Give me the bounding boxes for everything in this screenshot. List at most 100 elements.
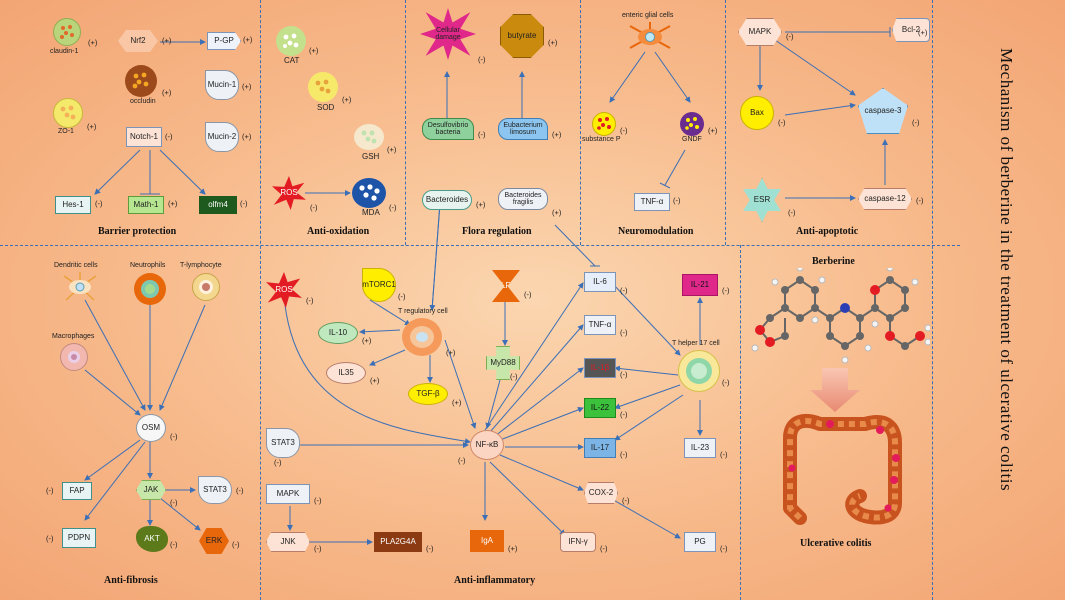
figure-title: Mechanism of berberine in the treatment … — [997, 48, 1016, 492]
cellular-damage-label: Cellular damage — [435, 26, 461, 41]
stat3-sign-inflam: (-) — [274, 458, 282, 467]
erk-sign: (-) — [232, 540, 240, 549]
tgfb-ellipse: TGF-β — [408, 383, 448, 405]
occludin-sign: (+) — [162, 88, 172, 97]
jnk-hexagon: JNK — [266, 532, 310, 552]
caspase12-label: caspase-12 — [864, 193, 906, 203]
bfragilis-shape: Bacteroides fragilis — [498, 188, 548, 210]
il10-label: IL-10 — [328, 327, 348, 337]
mapk-box-inflam: MAPK — [266, 484, 310, 504]
mapk-hexagon-apop: MAPK — [738, 18, 782, 46]
occludin-label: occludin — [130, 98, 156, 105]
cox2-sign: (-) — [622, 496, 630, 505]
barrier-title: Barrier protection — [98, 226, 177, 237]
myd88-label: MyD88 — [490, 357, 516, 367]
mtorc1-sign: (-) — [398, 292, 406, 301]
ifng-label: IFN-γ — [568, 536, 588, 546]
jnk-sign: (-) — [314, 544, 322, 553]
tnf-sign-neuro: (-) — [673, 196, 681, 205]
stat3-sign-fib: (-) — [236, 486, 244, 495]
zo1-cell — [53, 98, 83, 128]
mucin2-sign: (+) — [242, 132, 252, 141]
desulfovibrio-shape: Desulfovibrio bacteria — [422, 118, 474, 140]
esr-sign: (-) — [788, 208, 796, 217]
gndf-cell — [680, 112, 704, 136]
treg-cell — [402, 318, 442, 356]
il22-box: IL-22 — [584, 398, 616, 418]
bacteroides-label: Bacteroides — [425, 194, 469, 204]
olfm4-label: olfm4 — [208, 199, 228, 209]
akt-label: AKT — [144, 533, 160, 543]
neutrophil-cell — [134, 273, 166, 305]
gsh-cell — [354, 124, 384, 150]
tnf-label-neuro: TNF-α — [640, 196, 664, 206]
pla2g4a-label: PLA2G4A — [380, 536, 416, 546]
tnf-box-neuro: TNF-α — [634, 193, 670, 211]
sod-label: SOD — [317, 103, 335, 112]
butyrate-label: butyrate — [507, 30, 537, 40]
bcl2-sign: (+) — [918, 28, 928, 37]
ifng-sign: (-) — [600, 544, 608, 553]
substance-p-label: substance P — [582, 136, 621, 143]
cellular-damage-burst: Cellular damage — [420, 8, 476, 60]
math1-box: Math-1 — [128, 196, 164, 214]
tnfa-sign-inflam: (-) — [620, 328, 628, 337]
il10-ellipse: IL-10 — [318, 322, 358, 344]
mtorc1-shape: mTORC1 — [362, 268, 396, 302]
il35-label: IL35 — [338, 367, 354, 377]
zo1-sign: (+) — [87, 122, 97, 131]
ros-label: ROS — [280, 187, 298, 197]
butyrate-octagon: butyrate — [500, 14, 544, 58]
stat3-label-inflam: STAT3 — [271, 437, 295, 447]
tlr4-sign: (-) — [524, 290, 532, 299]
il6-sign: (-) — [620, 286, 628, 295]
gndf-sign: (+) — [708, 126, 718, 135]
sod-cell — [308, 72, 338, 102]
eubacterium-label: Eubacterium limosum — [503, 121, 543, 136]
hes1-sign: (-) — [95, 199, 103, 208]
pdpn-sign: (-) — [46, 534, 54, 543]
iga-sign: (+) — [508, 544, 518, 553]
math1-sign: (+) — [168, 199, 178, 208]
inflammatory-title: Anti-inflammatory — [454, 575, 536, 586]
mucin2-label: Mucin-2 — [207, 131, 237, 141]
fap-box: FAP — [62, 482, 92, 500]
pgp-sign: (+) — [243, 35, 253, 44]
esr-label: ESR — [753, 194, 771, 204]
math1-label: Math-1 — [133, 199, 159, 209]
osm-circle: OSM — [136, 414, 166, 442]
iga-label: IgA — [480, 535, 493, 545]
erk-label: ERK — [205, 535, 223, 545]
nfkb-label: NF-κB — [475, 439, 499, 449]
il35-ellipse: IL35 — [326, 362, 366, 384]
mapk-label-inflam: MAPK — [276, 488, 300, 498]
il21-sign: (-) — [722, 286, 730, 295]
nrf2-sign: (+) — [162, 36, 172, 45]
mda-sign: (-) — [389, 203, 397, 212]
stat3-shape-inflam: STAT3 — [266, 428, 300, 458]
neuro-title: Neuromodulation — [618, 226, 694, 237]
bcl2-box: Bcl-2 — [892, 18, 930, 42]
dendritic-label: Dendritic cells — [54, 262, 98, 269]
divider-3 — [580, 0, 581, 245]
macrophage-cell — [60, 343, 88, 371]
caspase3-sign: (-) — [912, 118, 920, 127]
egc-label: enteric glial cells — [622, 12, 674, 19]
claudin1-sign: (+) — [88, 38, 98, 47]
treg-sign: (+) — [446, 348, 456, 357]
jak-label: JAK — [143, 484, 159, 494]
il23-label: IL-23 — [690, 442, 710, 452]
bcl2-label: Bcl-2 — [901, 24, 921, 34]
il6-box: IL-6 — [584, 272, 616, 292]
zo1-label: ZO-1 — [58, 128, 74, 135]
glial-cell — [628, 22, 672, 52]
tgfb-sign: (+) — [452, 398, 462, 407]
mapk-label-apop: MAPK — [748, 26, 772, 36]
il17-box: IL-17 — [584, 438, 616, 458]
il21-box: IL-21 — [682, 274, 718, 296]
nrf2-label: Nrf2 — [130, 35, 146, 45]
mtorc1-label: mTORC1 — [362, 279, 396, 289]
notch1-sign: (-) — [165, 132, 173, 141]
divider-2 — [405, 0, 406, 245]
tnfa-label-inflam: TNF-α — [588, 319, 612, 329]
